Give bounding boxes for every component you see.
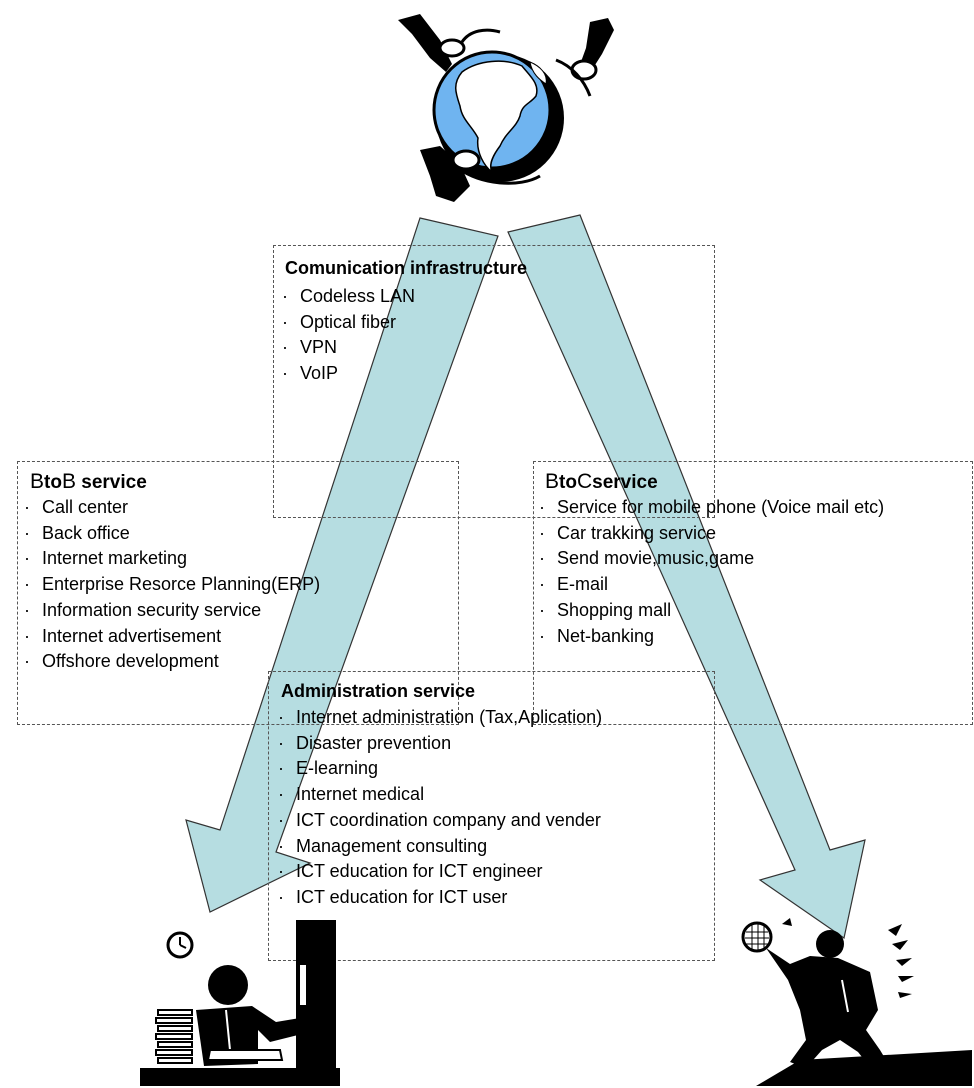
arrow-to-consumer bbox=[507, 214, 866, 940]
admin-title: Administration service bbox=[281, 681, 476, 701]
list-item: ·Management consulting bbox=[278, 835, 488, 856]
list-item: ·Net-banking bbox=[539, 625, 655, 646]
btoc-list: ·Service for mobile phone (Voice mail et… bbox=[539, 495, 884, 649]
btob-service-box bbox=[17, 461, 459, 725]
btob-title: BtoB service bbox=[30, 470, 147, 493]
list-item: ·Offshore development bbox=[24, 651, 219, 672]
list-item: ·ICT education for ICT engineer bbox=[278, 861, 543, 882]
list-item: ·Enterprise Resorce Planning(ERP) bbox=[24, 574, 321, 595]
arrow-to-business bbox=[185, 217, 499, 913]
list-item: ·Service for mobile phone (Voice mail et… bbox=[539, 497, 885, 517]
list-item: ·Codeless LAN bbox=[282, 286, 416, 306]
list-item: ·E-mail bbox=[539, 574, 609, 595]
list-item: ·Internet medical bbox=[278, 784, 425, 805]
admin-service-box bbox=[268, 671, 715, 961]
list-item: ·VPN bbox=[282, 337, 338, 358]
btoc-title: BtoCservice bbox=[545, 470, 658, 493]
comm-title: Comunication infrastructure bbox=[285, 258, 528, 278]
list-item: ·ICT education for ICT user bbox=[278, 886, 508, 907]
admin-list: ·Internet administration (Tax,Aplication… bbox=[278, 705, 602, 911]
list-item: ·Shopping mall bbox=[539, 599, 672, 620]
list-item: ·Car trakking service bbox=[539, 522, 717, 543]
list-item: ·Optical fiber bbox=[282, 311, 397, 332]
list-item: ·ICT coordination company and vender bbox=[278, 809, 601, 830]
btob-list: ·Call center ·Back office ·Internet mark… bbox=[24, 495, 320, 675]
list-item: ·Information security service bbox=[24, 599, 262, 620]
list-item: ·Disaster prevention bbox=[278, 732, 452, 753]
list-item: ·Internet advertisement bbox=[24, 625, 222, 646]
list-item: ·VoIP bbox=[282, 363, 339, 384]
btoc-service-box bbox=[533, 461, 973, 725]
comm-list: ·Codeless LAN ·Optical fiber ·VPN ·VoIP bbox=[282, 284, 415, 387]
list-item: ·Back office bbox=[24, 522, 130, 543]
list-item: ·Internet administration (Tax,Aplication… bbox=[278, 707, 603, 727]
comm-infrastructure-box bbox=[273, 245, 715, 518]
list-item: ·Send movie,music,game bbox=[539, 548, 755, 569]
list-item: · E-learning bbox=[278, 758, 379, 779]
list-item: ·Internet marketing bbox=[24, 548, 188, 569]
list-item: ·Call center bbox=[24, 497, 129, 517]
